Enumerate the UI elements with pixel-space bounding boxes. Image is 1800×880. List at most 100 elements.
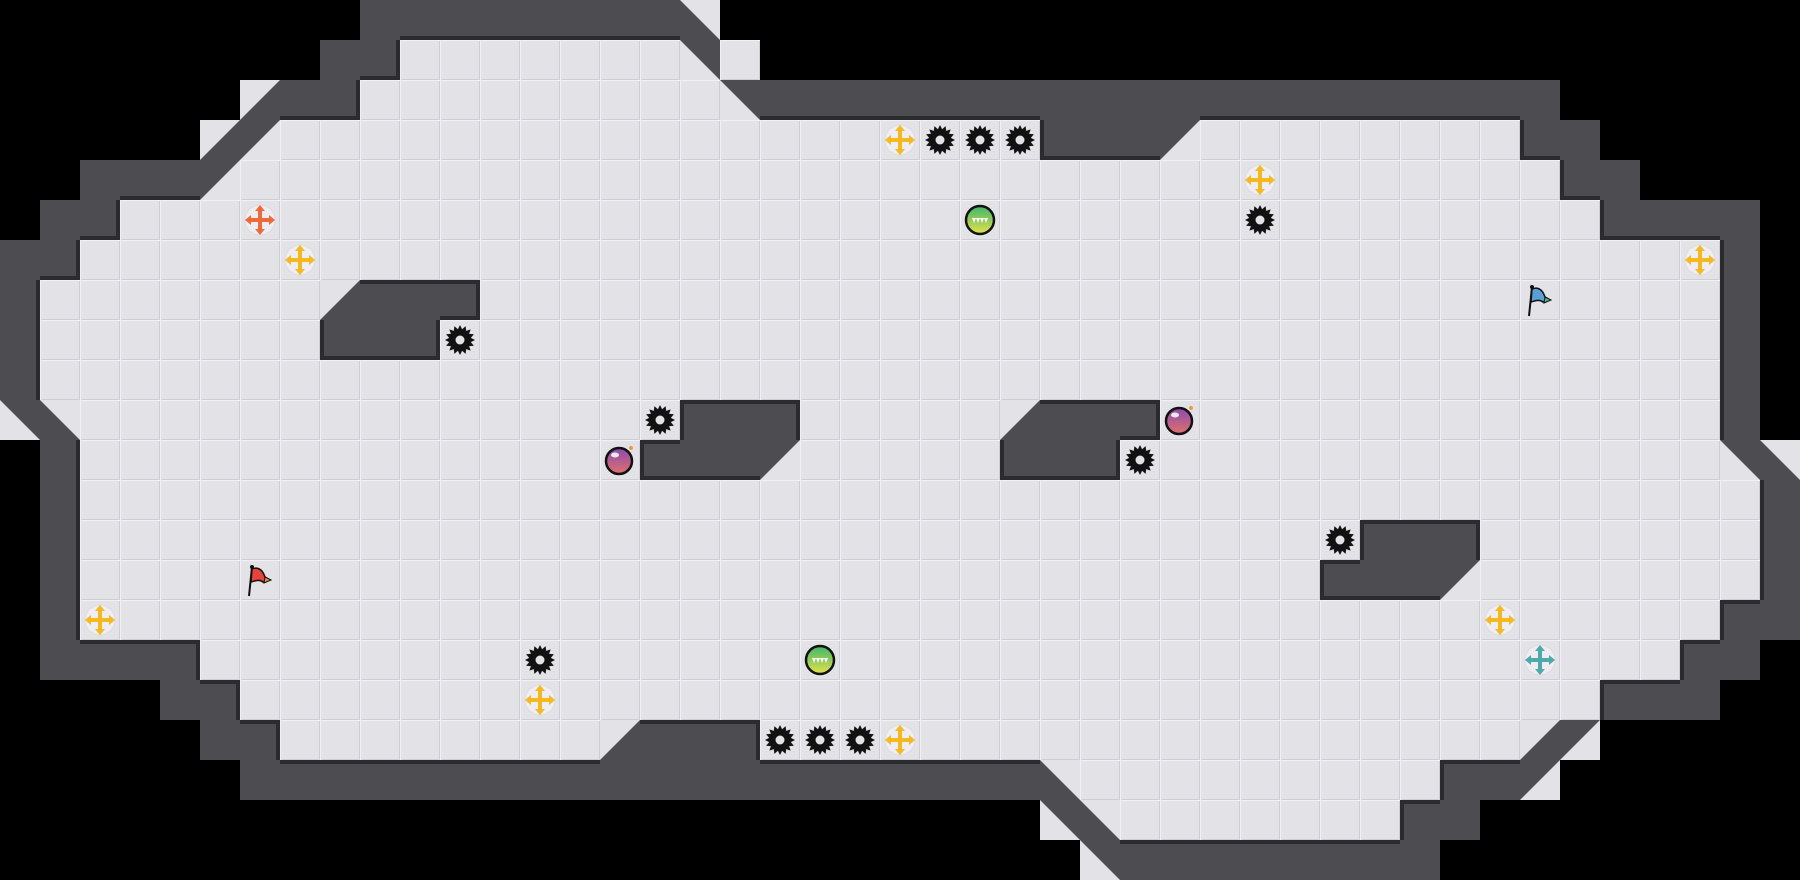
floor-tile — [1120, 640, 1160, 680]
floor-tile — [1160, 680, 1200, 720]
floor-tile — [720, 200, 760, 240]
floor-tile — [1160, 160, 1200, 200]
floor-tile — [1400, 280, 1440, 320]
wall-tile — [600, 0, 640, 40]
floor-tile — [1600, 600, 1640, 640]
floor-tile — [240, 640, 280, 680]
floor-tile — [920, 160, 960, 200]
wall-tile — [840, 80, 880, 120]
floor-tile — [560, 520, 600, 560]
floor-tile — [320, 480, 360, 520]
wall-slope-tile — [1520, 720, 1560, 760]
floor-tile — [1320, 640, 1360, 680]
floor-tile — [1080, 680, 1120, 720]
floor-tile — [480, 200, 520, 240]
floor-tile — [1480, 680, 1520, 720]
floor-tile — [80, 280, 120, 320]
move-arrows-yellow-icon — [80, 600, 120, 640]
floor-tile — [1320, 600, 1360, 640]
floor-tile — [1240, 720, 1280, 760]
wall-tile — [1480, 760, 1520, 800]
wall-slope — [1560, 720, 1600, 760]
wall-tile — [760, 80, 800, 120]
wall-tile — [560, 760, 600, 800]
floor-tile — [280, 560, 320, 600]
saw-blade-icon — [520, 640, 560, 680]
floor-tile — [880, 360, 920, 400]
floor-tile — [400, 640, 440, 680]
floor-tile — [720, 640, 760, 680]
floor-tile — [1160, 200, 1200, 240]
floor-tile — [960, 720, 1000, 760]
floor-tile — [600, 600, 640, 640]
wall-tile — [1400, 840, 1440, 880]
wall-tile — [1160, 80, 1200, 120]
floor-tile — [1080, 520, 1120, 560]
wall-slope-tile — [720, 80, 760, 120]
wall-slope-tile — [1080, 840, 1120, 880]
floor-tile — [1600, 320, 1640, 360]
floor-tile — [1280, 680, 1320, 720]
wall-tile — [1040, 80, 1080, 120]
floor-tile — [600, 400, 640, 440]
wall-tile — [1400, 80, 1440, 120]
floor-tile — [800, 240, 840, 280]
floor-tile — [560, 120, 600, 160]
floor-tile — [240, 680, 280, 720]
wall-tile — [880, 80, 920, 120]
floor-tile — [320, 200, 360, 240]
floor-tile — [160, 480, 200, 520]
floor-tile — [440, 240, 480, 280]
floor-tile — [680, 680, 720, 720]
floor-tile — [1640, 560, 1680, 600]
floor-tile — [1120, 520, 1160, 560]
floor-tile — [1520, 160, 1560, 200]
move-arrows-orange-icon — [240, 200, 280, 240]
wall-tile — [1520, 120, 1560, 160]
wall-tile — [1040, 120, 1080, 160]
wall-tile — [680, 720, 720, 760]
wall-slope — [0, 400, 40, 440]
floor-tile — [440, 640, 480, 680]
floor-tile — [1240, 400, 1280, 440]
floor-tile — [1520, 320, 1560, 360]
floor-tile — [1320, 240, 1360, 280]
floor-tile — [840, 520, 880, 560]
floor-tile — [1520, 240, 1560, 280]
floor-tile — [1200, 440, 1240, 480]
wall-tile — [0, 280, 40, 320]
wall-slope-tile — [1040, 760, 1080, 800]
wall-tile — [400, 320, 440, 360]
move-arrows-yellow-icon — [880, 120, 920, 160]
floor-tile — [760, 680, 800, 720]
floor-tile — [800, 440, 840, 480]
floor-tile — [320, 400, 360, 440]
wall-tile — [960, 760, 1000, 800]
floor-tile — [680, 320, 720, 360]
floor-tile — [880, 200, 920, 240]
floor-tile — [680, 120, 720, 160]
floor-tile — [880, 440, 920, 480]
saw-blade-icon — [1320, 520, 1360, 560]
wall-tile — [360, 0, 400, 40]
wall-slope — [680, 40, 720, 80]
floor-tile — [1240, 640, 1280, 680]
floor-tile — [1680, 320, 1720, 360]
floor-tile — [680, 200, 720, 240]
wall-slope — [240, 80, 280, 120]
floor-tile — [840, 440, 880, 480]
floor-tile — [1640, 240, 1680, 280]
floor-tile — [600, 280, 640, 320]
saw-blade-icon — [440, 320, 480, 360]
floor-tile — [1560, 600, 1600, 640]
floor-tile — [1040, 560, 1080, 600]
floor-tile — [920, 600, 960, 640]
wall-tile — [640, 0, 680, 40]
wall-tile — [320, 760, 360, 800]
wall-tile — [40, 560, 80, 600]
floor-tile — [1440, 600, 1480, 640]
floor-tile — [520, 320, 560, 360]
floor-tile — [760, 520, 800, 560]
saw-blade-icon — [1120, 440, 1160, 480]
wall-slope — [1080, 800, 1120, 840]
